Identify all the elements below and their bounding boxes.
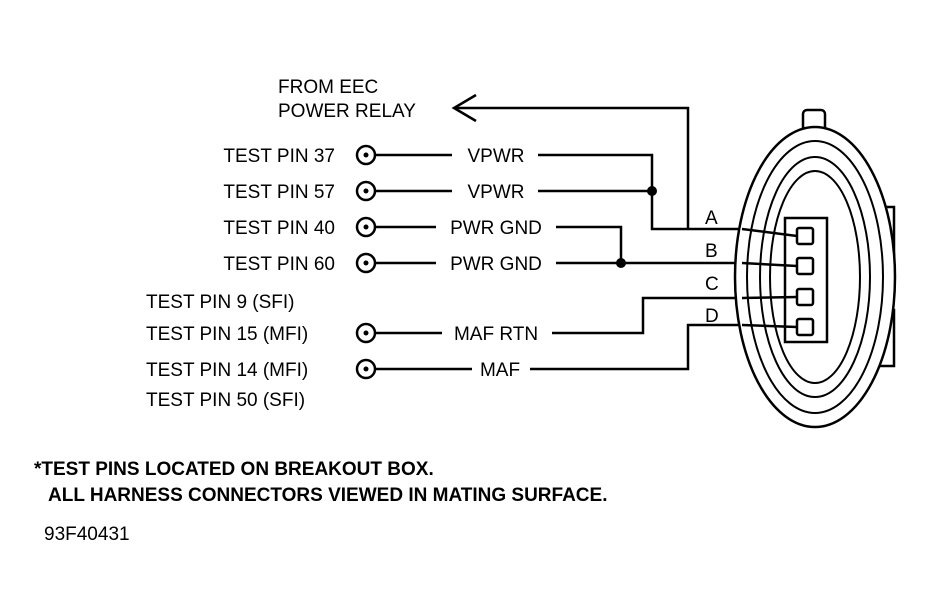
connector-cavity-a — [795, 226, 815, 246]
connector-cavity-c — [795, 287, 815, 307]
aux-pin-label-sfi-50: TEST PIN 50 (SFI) — [146, 390, 305, 411]
test-pin-row-37: TEST PIN 37 VPWR — [223, 144, 742, 231]
relay-label-line1: FROM EEC — [278, 77, 378, 98]
test-pin-row-60: TEST PIN 60 PWR GND — [223, 252, 742, 275]
terminal-label-d: D — [705, 306, 719, 327]
test-pin-row-57: TEST PIN 57 VPWR — [223, 180, 657, 203]
test-pin-row-15: TEST PIN 15 (MFI) MAF RTN — [146, 296, 742, 345]
connector-cavity-d — [795, 317, 815, 337]
test-pin-terminal-dot — [363, 188, 369, 194]
splice-dot-icon — [616, 258, 626, 268]
connector-cavity-b — [795, 256, 815, 276]
test-pin-label: TEST PIN 57 — [223, 182, 335, 203]
wire-label: MAF RTN — [454, 324, 538, 345]
note-line-1: *TEST PINS LOCATED ON BREAKOUT BOX. — [34, 459, 434, 480]
test-pin-row-14: TEST PIN 14 (MFI) MAF — [146, 323, 742, 381]
test-pin-label: TEST PIN 40 — [223, 218, 335, 239]
figure-code: 93F40431 — [44, 524, 130, 545]
test-pin-label: TEST PIN 60 — [223, 254, 335, 275]
wire-label: PWR GND — [450, 218, 542, 239]
terminal-label-c: C — [705, 274, 719, 295]
aux-pin-label-sfi-9: TEST PIN 9 (SFI) — [146, 292, 295, 313]
wire-label: VPWR — [468, 146, 525, 167]
test-pin-label: TEST PIN 14 (MFI) — [146, 360, 308, 381]
harness-connector-icon — [733, 108, 897, 429]
test-pin-terminal-dot — [363, 330, 369, 336]
splice-dot-icon — [647, 186, 657, 196]
test-pin-label: TEST PIN 15 (MFI) — [146, 324, 308, 345]
test-pin-terminal-dot — [363, 152, 369, 158]
relay-label-line2: POWER RELAY — [278, 101, 416, 122]
test-pin-terminal-dot — [363, 260, 369, 266]
test-pin-terminal-dot — [363, 224, 369, 230]
test-pin-terminal-dot — [363, 366, 369, 372]
terminal-label-a: A — [705, 208, 718, 229]
wire-label: PWR GND — [450, 254, 542, 275]
wire-label: VPWR — [468, 182, 525, 203]
test-pin-row-40: TEST PIN 40 PWR GND — [223, 216, 623, 263]
note-line-2: ALL HARNESS CONNECTORS VIEWED IN MATING … — [48, 485, 607, 506]
test-pin-label: TEST PIN 37 — [223, 146, 335, 167]
wire-label: MAF — [480, 360, 520, 381]
relay-arrow — [451, 93, 690, 229]
terminal-label-b: B — [705, 241, 718, 262]
